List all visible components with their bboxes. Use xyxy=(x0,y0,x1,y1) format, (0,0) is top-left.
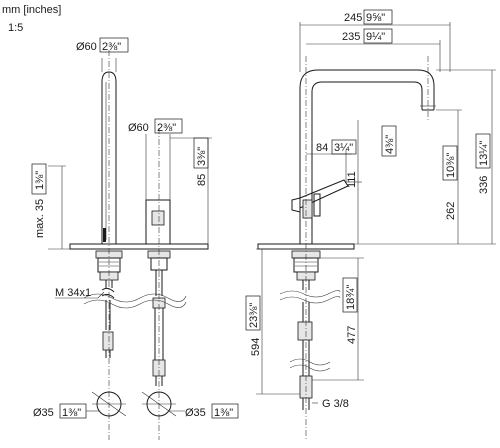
svg-text:23⅜": 23⅜" xyxy=(248,303,260,328)
svg-text:1⅜": 1⅜" xyxy=(214,407,233,419)
svg-text:235: 235 xyxy=(342,31,360,43)
svg-text:3⅜": 3⅜" xyxy=(196,147,208,166)
side-spout xyxy=(299,69,436,244)
svg-text:594: 594 xyxy=(250,338,262,356)
svg-text:111: 111 xyxy=(346,171,358,188)
dim-width-outer: 245 9⅝" xyxy=(299,9,451,72)
dim-handle-diameter: Ø60 2⅜" xyxy=(128,118,183,200)
svg-text:85: 85 xyxy=(196,174,208,186)
svg-text:262: 262 xyxy=(445,202,457,220)
svg-text:Ø35: Ø35 xyxy=(185,407,206,419)
dim-spout-diameter: Ø60 2⅜" xyxy=(76,37,129,72)
svg-text:336: 336 xyxy=(478,176,490,194)
svg-text:9¼": 9¼" xyxy=(366,31,385,43)
svg-text:245: 245 xyxy=(344,12,362,24)
front-view: Ø60 2⅜" Ø60 2⅜" 85 3⅜" max. 35 1⅜" xyxy=(31,37,239,440)
dim-lever-offset: 84 3¼" xyxy=(306,139,357,182)
svg-text:Ø35: Ø35 xyxy=(33,407,54,419)
units-label: mm [inches] xyxy=(2,4,61,16)
dim-handle-height: 85 3⅜" xyxy=(170,137,212,244)
svg-text:13¼": 13¼" xyxy=(478,141,490,166)
svg-text:max. 35: max. 35 xyxy=(34,199,46,238)
svg-text:3¼": 3¼" xyxy=(334,142,353,154)
scale-label: 1:5 xyxy=(8,22,23,34)
svg-text:M 34x1: M 34x1 xyxy=(55,287,91,299)
hole-left: Ø35 1⅜" xyxy=(33,391,127,419)
thread-label: M 34x1 xyxy=(55,287,105,299)
svg-text:Ø60: Ø60 xyxy=(128,122,149,134)
svg-text:18¾": 18¾" xyxy=(345,285,357,310)
side-view: 245 9⅝" 235 9¼" 336 13¼" 262 10⅜" xyxy=(245,9,496,440)
svg-text:477: 477 xyxy=(346,326,358,344)
svg-text:10⅜": 10⅜" xyxy=(445,153,457,178)
hole-right: Ø35 1⅜" xyxy=(141,391,239,419)
svg-text:1⅜": 1⅜" xyxy=(62,407,81,419)
svg-text:2⅜": 2⅜" xyxy=(157,122,176,134)
svg-text:84: 84 xyxy=(316,142,328,154)
dim-width-inner: 235 9¼" xyxy=(306,28,441,72)
dim-supply-length: 594 23⅜" xyxy=(245,248,300,395)
dim-lever-height: 111 4⅜" xyxy=(346,120,397,244)
front-deck-plate xyxy=(69,243,209,250)
svg-text:2⅜": 2⅜" xyxy=(102,41,121,53)
svg-text:1⅜": 1⅜" xyxy=(34,171,46,190)
dim-total-height: 336 13¼" xyxy=(354,69,496,245)
side-lever xyxy=(291,179,349,219)
dim-outlet-height: 262 10⅜" xyxy=(436,109,462,244)
connection-label: G 3/8 xyxy=(312,398,349,410)
dim-hose-length: 477 18¾" xyxy=(312,257,364,381)
dim-max-deck: max. 35 1⅜" xyxy=(31,163,70,250)
front-handle xyxy=(145,199,171,245)
svg-text:Ø60: Ø60 xyxy=(76,41,97,53)
svg-text:G 3/8: G 3/8 xyxy=(322,398,349,410)
svg-text:9⅝": 9⅝" xyxy=(366,12,385,24)
svg-text:4⅜": 4⅜" xyxy=(384,135,396,154)
